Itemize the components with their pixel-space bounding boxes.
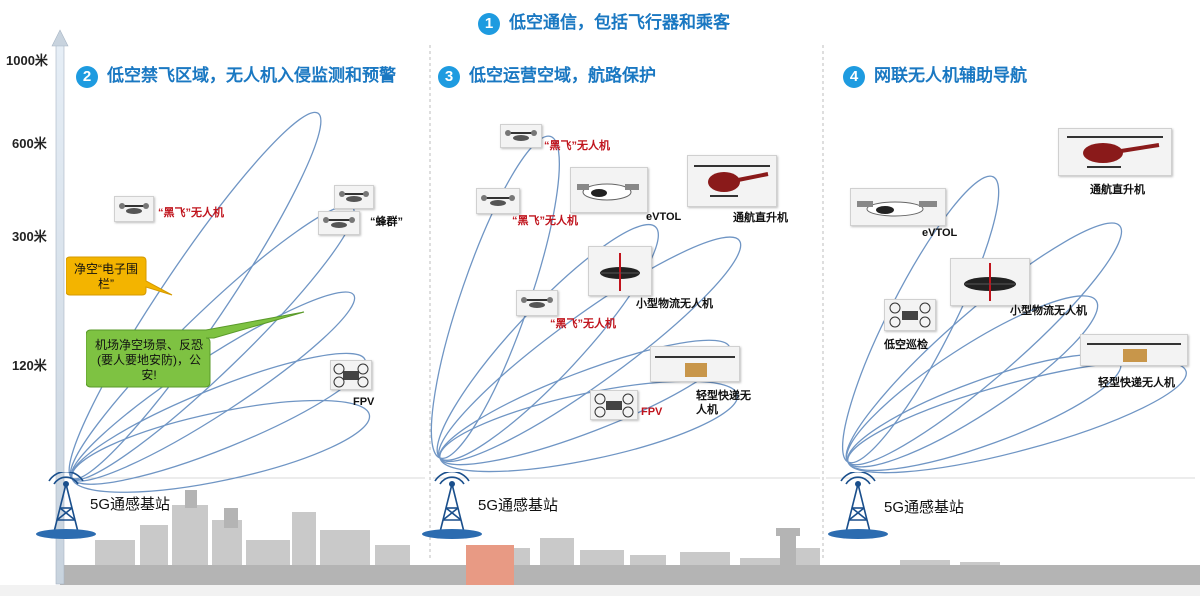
cell-tower-icon <box>36 472 96 539</box>
drone-icon <box>1080 334 1188 366</box>
s3-black-fly-label-1: “黑飞”无人机 <box>544 140 610 152</box>
station-label-2: 5G通感基站 <box>478 497 559 514</box>
helicopter-icon <box>1058 128 1172 176</box>
s3-delivery-label: 轻型快递无人机 <box>696 390 751 416</box>
evtol-icon <box>570 167 648 213</box>
section3-title-text: 低空运营空域，航路保护 <box>469 66 656 85</box>
s4-heli-label: 通航直升机 <box>1090 184 1145 196</box>
s2-black-fly-label: “黑飞”无人机 <box>158 207 224 219</box>
station-label-1: 5G通感基站 <box>90 496 171 513</box>
s3-black-fly-label-3: “黑飞”无人机 <box>550 318 616 330</box>
s3-fpv-label: FPV <box>641 406 663 418</box>
section2-title: 2 低空禁飞区域，无人机入侵监测和预警 <box>76 61 396 88</box>
s4-delivery-label: 轻型快递无人机 <box>1098 377 1175 389</box>
main-title: 1 低空通信，包括飞行器和乘客 <box>478 8 730 35</box>
altitude-label-120: 120米 <box>12 358 47 373</box>
number-badge: 4 <box>843 65 865 88</box>
altitude-label-1000: 1000米 <box>6 53 48 68</box>
drone-icon <box>114 196 154 222</box>
green-callout: 机场净空场景、反恐(要人要地安防)，公安! <box>94 338 203 382</box>
s2-fpv-label: FPV <box>353 396 375 408</box>
section3-title: 3 低空运营空域，航路保护 <box>438 61 656 88</box>
altitude-label-300: 300米 <box>12 229 47 244</box>
s3-heli-label: 通航直升机 <box>733 212 788 224</box>
section4-title: 4 网联无人机辅助导航 <box>843 61 1027 88</box>
station-label-3: 5G通感基站 <box>884 499 965 516</box>
drone-icon <box>590 390 638 420</box>
s4-evtol-label: eVTOL <box>922 227 958 239</box>
main-title-text: 低空通信，包括飞行器和乘客 <box>509 13 730 32</box>
drone-icon <box>318 211 360 235</box>
drone-icon <box>330 360 372 390</box>
drone-icon <box>950 258 1030 306</box>
drone-icon <box>588 246 652 296</box>
s4-logistics-label: 小型物流无人机 <box>1010 305 1087 317</box>
cell-tower-icon <box>828 472 888 539</box>
drone-icon <box>650 346 740 382</box>
cell-tower-icon <box>422 472 482 539</box>
yellow-callout-shape <box>66 256 173 296</box>
drone-icon <box>516 290 558 316</box>
number-badge: 2 <box>76 65 98 88</box>
number-badge: 1 <box>478 12 500 35</box>
drone-icon <box>334 185 374 209</box>
s2-swarm-label: “蜂群” <box>370 216 403 228</box>
green-callout-shape <box>86 311 305 388</box>
yellow-callout: 净空“电子围栏” <box>74 262 138 291</box>
drone-icon <box>884 299 936 331</box>
helicopter-icon <box>687 155 777 207</box>
number-badge: 3 <box>438 65 460 88</box>
altitude-label-600: 600米 <box>12 136 47 151</box>
s3-evtol-label: eVTOL <box>646 211 682 223</box>
s3-logistics-label: 小型物流无人机 <box>636 298 713 310</box>
drone-icon <box>500 124 542 148</box>
section2-title-text: 低空禁飞区域，无人机入侵监测和预警 <box>107 66 396 85</box>
evtol-icon <box>850 188 946 226</box>
s3-black-fly-label-2: “黑飞”无人机 <box>512 215 578 227</box>
section4-title-text: 网联无人机辅助导航 <box>874 66 1027 85</box>
s4-patrol-label: 低空巡检 <box>884 339 928 351</box>
drone-icon <box>476 188 520 214</box>
